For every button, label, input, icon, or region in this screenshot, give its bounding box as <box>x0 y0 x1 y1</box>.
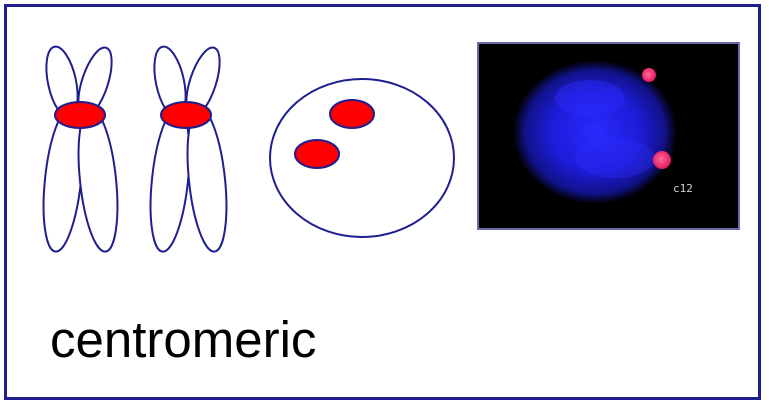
interphase-nucleus-icon <box>269 78 455 238</box>
centromere-signal <box>54 101 106 129</box>
chromosome-icon <box>42 45 119 253</box>
caption-text: centromeric <box>50 311 317 368</box>
nuclear-signal <box>294 139 340 169</box>
fish-micrograph: c12 <box>477 42 740 230</box>
centromere-signal <box>160 101 212 129</box>
nuclear-signal <box>329 99 375 129</box>
chromosome-icon <box>149 45 228 253</box>
probe-signal <box>653 151 671 169</box>
probe-signal <box>642 68 656 82</box>
micrograph-label: c12 <box>673 182 693 195</box>
stained-nucleus <box>513 60 677 204</box>
